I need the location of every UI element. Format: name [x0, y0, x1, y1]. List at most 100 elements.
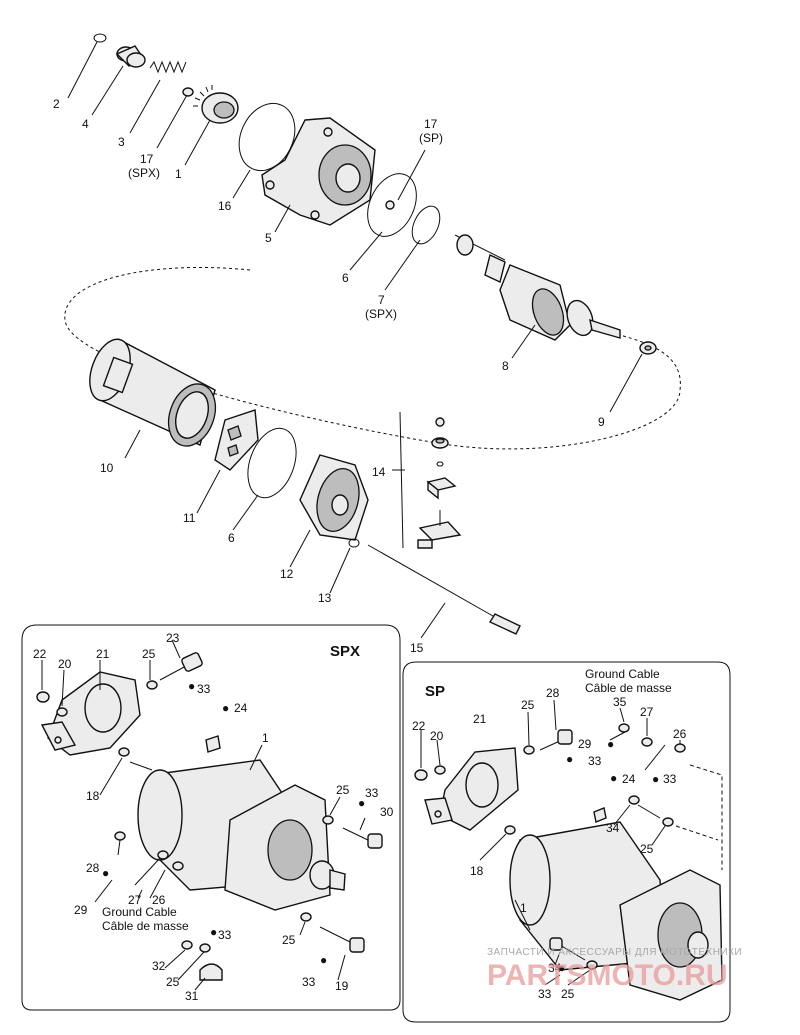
callout-31: 31: [185, 989, 199, 1003]
callout-22: 22: [33, 647, 47, 661]
oil-drop-icons: ● ● ● ● ●: [558, 737, 659, 975]
dashed-guide: [675, 825, 719, 841]
callout-9: 9: [598, 415, 605, 429]
spx-title: SPX: [330, 643, 360, 660]
bolt-part: [342, 827, 383, 849]
washer-part: [434, 765, 446, 775]
callout-32: 32: [152, 959, 166, 973]
svg-text:●: ●: [320, 953, 327, 967]
oil-drop-icons: ● ● ● ● ● ●: [102, 679, 365, 967]
callout-3: 3: [118, 135, 125, 149]
washer-part: [118, 747, 130, 757]
callout-10: 10: [100, 461, 114, 475]
callout-4: 4: [82, 117, 89, 131]
callout-33: 33: [197, 682, 211, 696]
callout-23: 23: [166, 631, 180, 645]
spx-box: SPX: [21, 624, 401, 1011]
washer-part: [504, 825, 516, 835]
sp-box: SP: [402, 661, 731, 1023]
callout-25: 25: [282, 933, 296, 947]
callout-1: 1: [262, 731, 269, 745]
callout-8: 8: [502, 359, 509, 373]
bolt-part: [549, 937, 598, 970]
callout-33: 33: [218, 928, 232, 942]
sp-callouts: 22 20 21 25 28 33 Ground Cable Câble de …: [412, 667, 687, 1001]
svg-text:●: ●: [102, 866, 109, 880]
callout-17-tag: (SPX): [128, 166, 160, 180]
callout-21: 21: [473, 712, 487, 726]
svg-text:●: ●: [358, 796, 365, 810]
starter-motor-part: [129, 759, 346, 911]
callout-6b: 6: [228, 531, 235, 545]
spring-part: [149, 60, 187, 74]
bolt-part: [523, 729, 573, 755]
bolt-part: [300, 912, 365, 953]
callout-24: 24: [622, 772, 636, 786]
washer-part: [385, 200, 395, 210]
terminal-kit-part: [392, 411, 462, 549]
callout-33: 33: [663, 772, 677, 786]
callout-27: 27: [128, 893, 142, 907]
callout-13: 13: [318, 591, 332, 605]
nut-part: [36, 691, 50, 703]
washer-hole: [644, 345, 652, 351]
callout-25: 25: [521, 698, 535, 712]
brush-plate-part: [214, 409, 259, 471]
callout-15: 15: [410, 641, 424, 655]
callout-5: 5: [265, 231, 272, 245]
ground-cable-part: [114, 831, 184, 886]
nut-part: [414, 769, 428, 781]
ground-cable-label: Ground Cable: [102, 905, 177, 919]
o-ring-part: [348, 538, 360, 548]
callout-18: 18: [86, 789, 100, 803]
callout-25: 25: [336, 783, 350, 797]
ground-cable-label: Ground Cable: [585, 667, 660, 681]
callout-7: 7: [378, 293, 385, 307]
spx-callouts: 22 20 21 25 23 33 24 1 18 25 33 30 28 29…: [33, 631, 394, 1003]
callouts-top: 2 4 3 17 (SPX) 1 16 5 17 (SP) 6 7 (SPX) …: [53, 97, 605, 655]
callout-19: 19: [335, 979, 349, 993]
callout-2: 2: [53, 97, 60, 111]
end-cap-part: [299, 454, 369, 541]
callout-33: 33: [302, 975, 316, 989]
spx-leader-lines: [41, 639, 366, 991]
leader-lines: [67, 41, 643, 639]
terminal-part: [205, 735, 221, 753]
callout-29: 29: [578, 737, 592, 751]
callout-14: 14: [372, 465, 386, 479]
starter-motor-part: [509, 821, 723, 1001]
callout-25: 25: [166, 975, 180, 989]
svg-text:●: ●: [607, 737, 614, 751]
svg-text:●: ●: [210, 925, 217, 939]
yoke-part: [89, 338, 217, 447]
callout-26: 26: [673, 727, 687, 741]
callout-34: 34: [548, 961, 562, 975]
o-ring-part: [367, 173, 417, 237]
callout-6: 6: [342, 271, 349, 285]
ground-cable-part: [609, 723, 686, 771]
bracket-part: [424, 747, 519, 831]
dashed-loop: [64, 266, 681, 450]
svg-text:●: ●: [652, 772, 659, 786]
snap-ring-part: [93, 33, 107, 43]
sp-box-frame: [402, 661, 731, 1023]
callout-30: 30: [380, 805, 394, 819]
callout-7-tag: (SPX): [365, 307, 397, 321]
sp-leader-lines: [420, 699, 681, 986]
bracket-part: [40, 671, 141, 756]
callout-17-sp: 17: [424, 117, 438, 131]
callout-25: 25: [142, 647, 156, 661]
clamp-part: [181, 940, 223, 981]
armature-part: [454, 234, 621, 341]
watermark-tagline: ЗАПЧАСТИ И АКСЕССУАРЫ ДЛЯ МОТОТЕХНИКИ: [487, 947, 742, 958]
callout-18: 18: [470, 864, 484, 878]
callout-17-sp-tag: (SP): [419, 131, 443, 145]
callout-27: 27: [640, 705, 654, 719]
washer-part: [146, 680, 158, 690]
callout-21: 21: [96, 647, 110, 661]
callout-28: 28: [86, 861, 100, 875]
sp-title: SP: [425, 683, 445, 700]
callout-25: 25: [561, 987, 575, 1001]
top-exploded-view: 2 4 3 17 (SPX) 1 16 5 17 (SP) 6 7 (SPX) …: [53, 33, 681, 655]
washer-part: [182, 87, 194, 97]
